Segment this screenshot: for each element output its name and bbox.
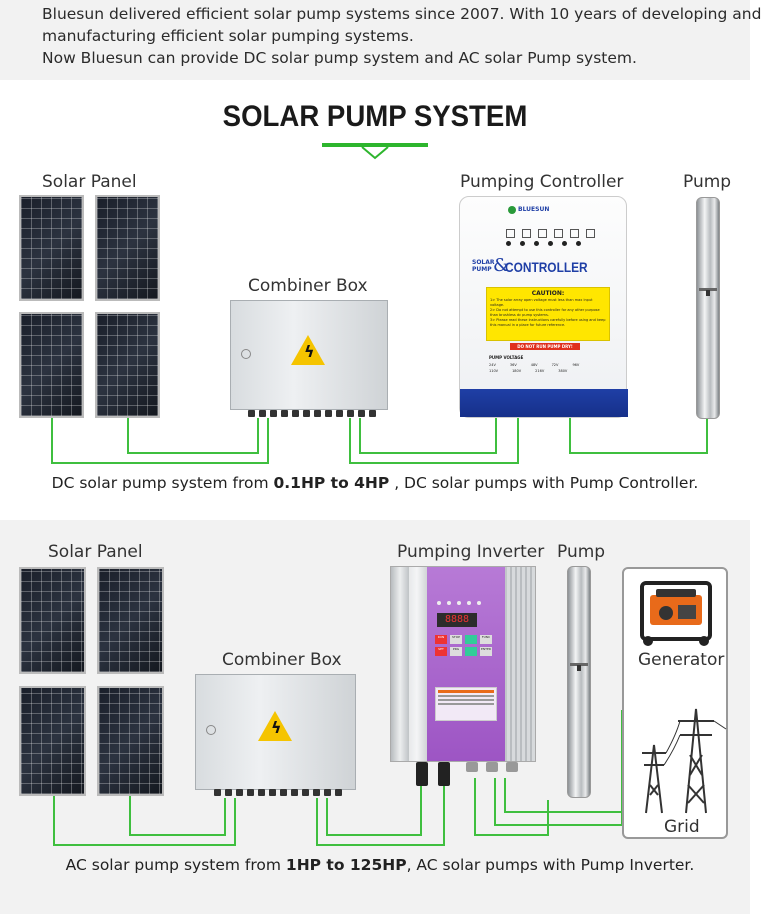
dc-solar-panel-label: Solar Panel [42,172,137,192]
ac-combiner-glands [214,789,342,796]
dc-pump-label: Pump [683,172,732,192]
inverter-key[interactable]: RUN [435,635,447,644]
intro-section: Bluesun delivered efficient solar pump s… [0,0,761,80]
inverter-display: 8888 [437,613,477,627]
inverter-keypad: RUN STOP FUNC SET PRG ENTER [435,635,497,656]
ac-solar-panel-label: Solar Panel [48,542,143,562]
controller-leds [506,241,581,246]
power-source-box: Generator Grid [622,567,728,839]
inverter-key[interactable]: SET [435,647,447,656]
dc-combiner-box-label: Combiner Box [248,276,368,296]
ac-solar-panel-1 [19,567,86,674]
lock-icon [206,725,216,735]
ac-pump-label: Pump [557,542,606,562]
caution-item-3: 3> Please read these instructions carefu… [490,318,606,327]
ac-caption-pre: AC solar pump system from [65,856,286,874]
dc-combiner-box: ϟ [230,300,388,410]
caution-title: CAUTION: [531,290,565,297]
ac-solar-panel-4 [97,686,164,796]
controller-brand: BLUESUN [518,206,550,213]
dc-solar-panel-1 [19,195,84,301]
intro-line-3: Now Bluesun can provide DC solar pump sy… [42,49,637,67]
title-underline [322,143,428,160]
voltage-option: 380V [558,369,568,373]
pump-cable-clip [577,665,581,671]
dc-solar-panel-4 [95,312,160,418]
dc-caption-pre: DC solar pump system from [51,474,274,492]
dc-combiner-glands [248,410,376,417]
voltage-option: 24V [489,363,496,367]
controller-pump-word: PUMP [472,266,492,273]
warning-icon: ϟ [291,335,325,365]
dc-solar-panel-2 [95,195,160,301]
pump-controller: BLUESUN SOLAR PUMP & CONTROLLER CAUTION:… [459,196,628,418]
caution-item-2: 2> Do not attempt to use this controller… [490,308,600,317]
voltage-option: 110V [489,369,499,373]
inverter-key[interactable]: STOP [450,635,462,644]
voltage-option: 72V [551,363,559,367]
inverter-front-panel: 8888 RUN STOP FUNC SET PRG ENTER [427,567,505,761]
controller-title: CONTROLLER [505,259,588,275]
dc-controller-label: Pumping Controller [460,172,624,192]
ac-solar-panel-2 [97,567,164,674]
generator-label: Generator [638,650,725,670]
pumping-inverter: 8888 RUN STOP FUNC SET PRG ENTER [390,566,536,762]
ac-caption-range: 1HP to 125HP [285,856,407,874]
pump-band [699,288,717,291]
inverter-glands [466,762,518,772]
ac-combiner-box: ϟ [195,674,356,790]
controller-ampersand: & [493,255,510,276]
controller-solar-word: SOLAR [472,259,495,266]
brand-logo-icon [508,206,516,214]
voltage-title: PUMP VOLTAGE [489,355,524,360]
grid-label: Grid [664,817,700,837]
lock-icon [241,349,251,359]
voltage-option: 180V [512,369,522,373]
pump-cable-clip [706,290,710,296]
up-arrow-icon[interactable] [465,635,477,644]
inverter-connector [416,762,428,786]
dc-caption-range: 0.1HP to 4HP [273,474,390,492]
voltage-option: 48V [530,363,538,367]
inverter-status-leds [437,601,481,605]
ac-combiner-box-label: Combiner Box [222,650,342,670]
down-arrow-icon[interactable] [465,647,477,656]
voltage-options: 24V 36V 48V 72V 96V 110V 180V 216V 380V [489,363,601,373]
controller-blue-band [460,389,628,417]
dry-run-warning: DO NOT RUN PUMP DRY! [510,343,580,350]
inverter-connector [438,762,450,786]
dc-solar-panel-3 [19,312,84,418]
warning-icon: ϟ [258,711,292,741]
ac-solar-panel-3 [19,686,86,796]
intro-line-1: Bluesun delivered efficient solar pump s… [42,5,761,23]
page-title: SOLAR PUMP SYSTEM [222,100,528,133]
caution-label: CAUTION: 1> The solar array open voltage… [486,287,610,341]
inverter-caution-label [435,687,497,721]
dc-pump [696,197,720,419]
power-grid-icon [642,708,727,814]
caution-item-1: 1> The solar array open voltage must les… [490,298,593,307]
inverter-heatsink [507,567,535,761]
inverter-key[interactable]: FUNC [480,635,492,644]
voltage-option: 96V [572,363,580,367]
ac-pump [567,566,591,798]
ac-caption: AC solar pump system from 1HP to 125HP, … [0,856,760,874]
pump-band [570,663,588,666]
inverter-left-fin [391,567,409,761]
ac-caption-post: , AC solar pumps with Pump Inverter. [406,856,695,874]
voltage-option: 36V [509,363,517,367]
inverter-key[interactable]: ENTER [480,647,492,656]
ac-inverter-label: Pumping Inverter [397,542,545,562]
generator-icon [640,581,712,646]
intro-line-2: manufacturing efficient solar pumping sy… [42,27,414,45]
inverter-key[interactable]: PRG [450,647,462,656]
controller-indicators [506,229,595,238]
dc-caption: DC solar pump system from 0.1HP to 4HP ,… [0,474,750,492]
voltage-option: 216V [535,369,545,373]
dc-caption-post: , DC solar pumps with Pump Controller. [389,474,699,492]
